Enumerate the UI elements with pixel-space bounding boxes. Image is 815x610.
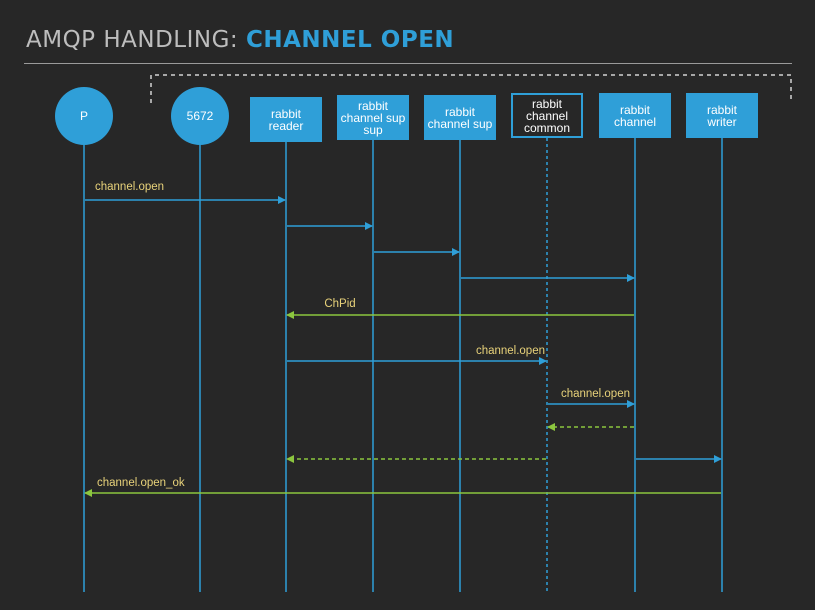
actor-label: rabbit reader bbox=[268, 106, 304, 133]
actor-label: P bbox=[79, 109, 88, 123]
title-highlight: CHANNEL OPEN bbox=[246, 27, 455, 53]
actor-common: rabbit channel common bbox=[511, 93, 583, 138]
message-label: channel.open bbox=[476, 345, 545, 357]
actor-label: 5672 bbox=[186, 109, 214, 123]
actor-p: P bbox=[55, 87, 113, 145]
actor-chsupsup: rabbit channel sup sup bbox=[337, 95, 409, 140]
message-label: channel.open bbox=[95, 181, 164, 193]
actor-label: rabbit channel bbox=[613, 102, 657, 129]
actor-writer: rabbit writer bbox=[686, 93, 758, 138]
actor-channel: rabbit channel bbox=[599, 93, 671, 138]
slide-title: AMQP HANDLING: CHANNEL OPEN bbox=[26, 27, 454, 53]
actor-chsup: rabbit channel sup bbox=[424, 95, 496, 140]
actor-label: rabbit channel sup bbox=[427, 104, 493, 131]
supervisor-bracket bbox=[150, 74, 792, 103]
message-label: channel.open_ok bbox=[97, 477, 185, 489]
title-prefix: AMQP HANDLING: bbox=[26, 27, 246, 53]
actor-port: 5672 bbox=[171, 87, 229, 145]
message-label: ChPid bbox=[324, 298, 355, 310]
message-label: channel.open bbox=[561, 388, 630, 400]
actor-label: rabbit writer bbox=[706, 102, 738, 129]
actor-label: rabbit channel common bbox=[523, 96, 570, 135]
actor-reader: rabbit reader bbox=[250, 97, 322, 142]
actor-label: rabbit channel sup sup bbox=[340, 98, 406, 137]
title-divider bbox=[24, 63, 792, 64]
